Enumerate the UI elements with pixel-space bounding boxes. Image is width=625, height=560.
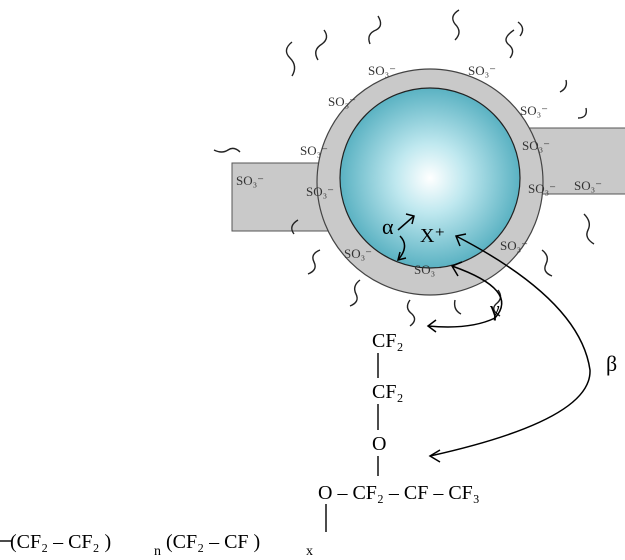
side-chain-ether-oxygen: O [372, 433, 386, 455]
side-chain-lower-row: O – CF₂ – CF – CF₃ [318, 482, 480, 504]
cation-label: X⁺ [420, 225, 445, 247]
so3-label: SO₃⁻ [414, 262, 442, 277]
water-core [339, 87, 521, 269]
so3-label: SO₃⁻ [520, 103, 548, 118]
so3-label: SO₃⁻ [522, 138, 550, 153]
so3-label: SO₃⁻ [528, 181, 556, 196]
so3-label: SO₃⁻ [574, 178, 602, 193]
so3-label: SO₃⁻ [468, 63, 496, 78]
so3-label: SO₃⁻ [306, 184, 334, 199]
side-chain-cf2-top: CF₂ [372, 330, 403, 352]
so3-label: SO₃⁻ [368, 63, 396, 78]
so3-label: SO₃⁻ [344, 246, 372, 261]
side-chain-cf2-bottom: CF₂ [372, 381, 403, 403]
backbone-unit-2: (CF₂ – CF ) [166, 531, 260, 553]
gamma-arrow [426, 261, 503, 333]
so3-label: SO₃⁻ [236, 173, 264, 188]
sulfonate-groups: SO₃⁻ SO₃⁻ SO₃⁻ SO₃⁻ SO₃⁻ SO₃⁻ SO₃⁻ SO₃⁻ … [236, 63, 602, 277]
so3-label: SO₃⁻ [500, 238, 528, 253]
so3-label: SO₃⁻ [328, 94, 356, 109]
backbone-unit-1: (CF₂ – CF₂ ) [10, 531, 111, 553]
backbone-sub-n: n [154, 544, 161, 555]
backbone-sub-x: x [306, 544, 313, 555]
alpha-label: α [382, 214, 394, 239]
beta-arrow [428, 233, 591, 463]
alpha-arrow [396, 213, 415, 262]
polymer-squiggles [213, 9, 595, 327]
gamma-label: γ [489, 296, 500, 321]
beta-label: β [606, 351, 617, 376]
so3-label: SO₃⁻ [300, 143, 328, 158]
